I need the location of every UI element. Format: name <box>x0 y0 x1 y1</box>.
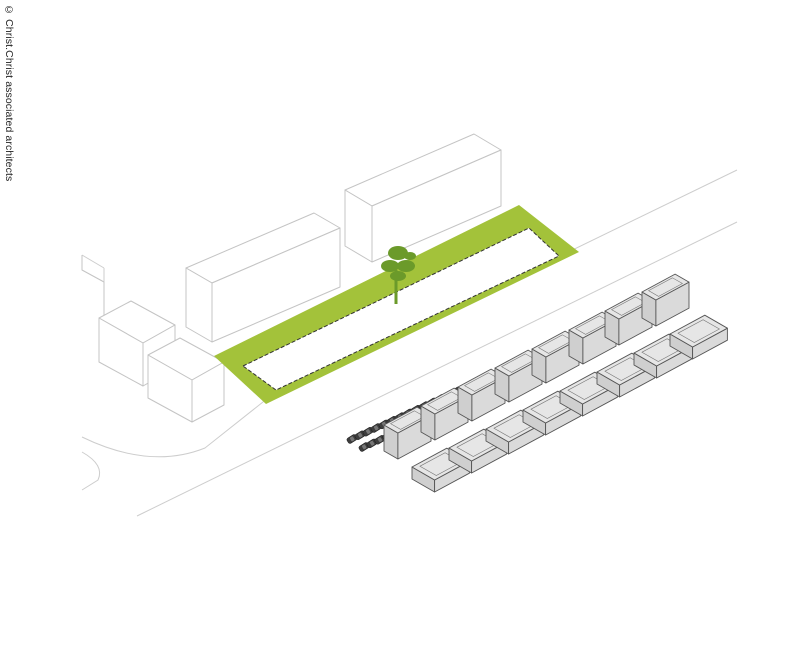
car-icon <box>374 435 386 445</box>
container-module-icon <box>420 387 469 441</box>
road-curve <box>81 397 269 458</box>
project-site <box>214 205 579 404</box>
road-curve-lower <box>81 451 101 491</box>
container-module-icon <box>641 273 690 327</box>
tree-icon <box>381 246 416 304</box>
copyright-credit: © Christ.Christ associated architects <box>3 4 15 182</box>
building-edge-left <box>81 254 105 318</box>
building-long-right <box>344 133 502 263</box>
building-cube-2 <box>147 337 225 423</box>
car-icon <box>366 438 378 449</box>
existing-buildings <box>81 133 502 423</box>
container-module-icon <box>669 314 728 360</box>
container-module-icon <box>383 406 432 460</box>
building-long-left <box>185 212 341 343</box>
road-edge-near <box>136 221 738 517</box>
site-footprint-dashed <box>242 227 560 391</box>
container-modules <box>383 273 728 493</box>
